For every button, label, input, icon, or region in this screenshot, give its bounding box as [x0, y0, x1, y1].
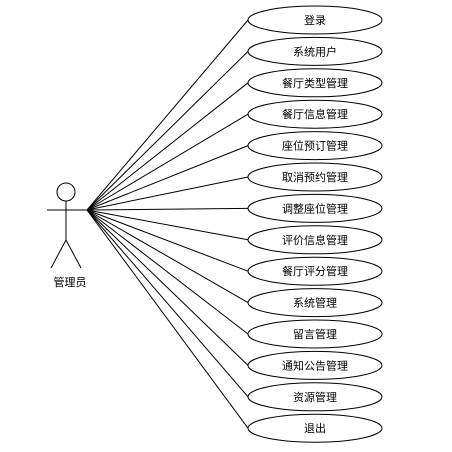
actor-label: 管理员 [54, 275, 87, 289]
association-line [86, 19, 249, 211]
use-case-ellipse [247, 382, 383, 412]
use-case: 资源管理 [247, 382, 383, 412]
association-line [86, 113, 249, 211]
use-case-label: 餐厅评分管理 [282, 264, 348, 278]
use-case-ellipse [247, 413, 383, 443]
use-case-ellipse [247, 162, 383, 192]
use-case-label: 通知公告管理 [282, 358, 348, 372]
use-case: 登录 [247, 5, 383, 35]
use-case-label: 系统管理 [293, 296, 337, 310]
use-case: 餐厅类型管理 [247, 68, 383, 98]
use-case: 取消预约管理 [247, 162, 383, 192]
use-case-label: 评价信息管理 [282, 233, 348, 247]
use-case-label: 退出 [304, 421, 326, 435]
actor-right-leg [65, 239, 82, 269]
use-case: 餐厅信息管理 [247, 99, 383, 129]
association-line [86, 176, 249, 211]
association-line [86, 209, 249, 398]
use-case: 调整座位管理 [247, 193, 383, 223]
use-case-ellipse [247, 5, 383, 35]
association-line [86, 209, 249, 366]
association-line [86, 82, 249, 211]
association-line [86, 51, 249, 211]
association-line [86, 209, 249, 335]
actor-admin: 管理员 [47, 182, 87, 289]
use-case: 餐厅评分管理 [247, 256, 383, 286]
association-line [86, 209, 249, 304]
use-case-label: 留言管理 [293, 327, 337, 341]
use-case-label: 系统用户 [293, 44, 337, 58]
actor-head [56, 182, 76, 202]
use-case-ellipse [247, 288, 383, 318]
use-case-label: 调整座位管理 [282, 201, 348, 215]
use-case-ellipse [247, 350, 383, 380]
use-case-ellipse [247, 193, 383, 223]
use-case-ellipse [247, 225, 383, 255]
use-case: 系统管理 [247, 288, 383, 318]
use-case-label: 座位预订管理 [282, 139, 348, 153]
association-line [86, 207, 249, 211]
use-case: 通知公告管理 [247, 350, 383, 380]
use-case: 留言管理 [247, 319, 383, 349]
actor-left-leg [50, 239, 67, 269]
use-case-ellipse [247, 99, 383, 129]
association-line [86, 209, 249, 272]
association-line [86, 209, 249, 241]
use-case: 座位预订管理 [247, 131, 383, 161]
use-case: 评价信息管理 [247, 225, 383, 255]
use-case-ellipse [247, 319, 383, 349]
use-case-label: 登录 [304, 13, 326, 27]
use-case-label: 取消预约管理 [282, 170, 348, 184]
use-case: 系统用户 [247, 36, 383, 66]
association-line [86, 145, 249, 211]
use-case-label: 资源管理 [293, 390, 337, 404]
use-case-ellipse [247, 68, 383, 98]
use-case: 退出 [247, 413, 383, 443]
use-case-ellipse [247, 256, 383, 286]
use-case-ellipse [247, 36, 383, 66]
use-case-ellipse [247, 131, 383, 161]
use-case-label: 餐厅信息管理 [282, 107, 348, 121]
association-line [86, 209, 249, 429]
association-lines [86, 19, 249, 429]
use-case-list: 登录系统用户餐厅类型管理餐厅信息管理座位预订管理取消预约管理调整座位管理评价信息… [247, 5, 383, 443]
use-case-label: 餐厅类型管理 [282, 76, 348, 90]
